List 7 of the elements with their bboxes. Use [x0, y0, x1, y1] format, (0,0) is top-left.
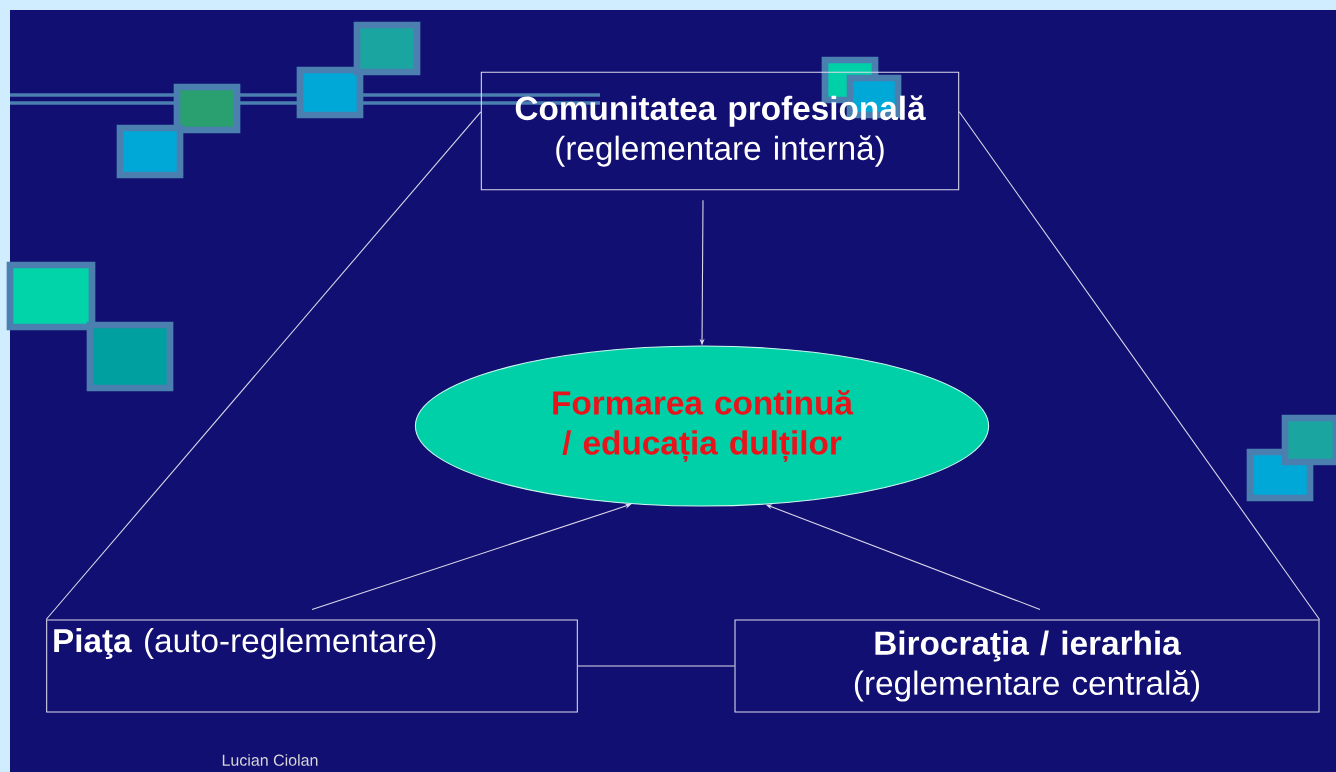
- connector-line: [958, 111, 1321, 620]
- connector-line: [45, 111, 482, 620]
- text-box: Piaţa (auto-reglementare): [46, 619, 578, 713]
- text-box: Comunitatea profesională (reglementare internă): [480, 71, 960, 191]
- text-box: Birocraţia / ierarhia (reglementare centrală): [734, 619, 1320, 713]
- connector-line: [577, 665, 735, 667]
- author-name: Lucian Ciolan: [222, 754, 318, 766]
